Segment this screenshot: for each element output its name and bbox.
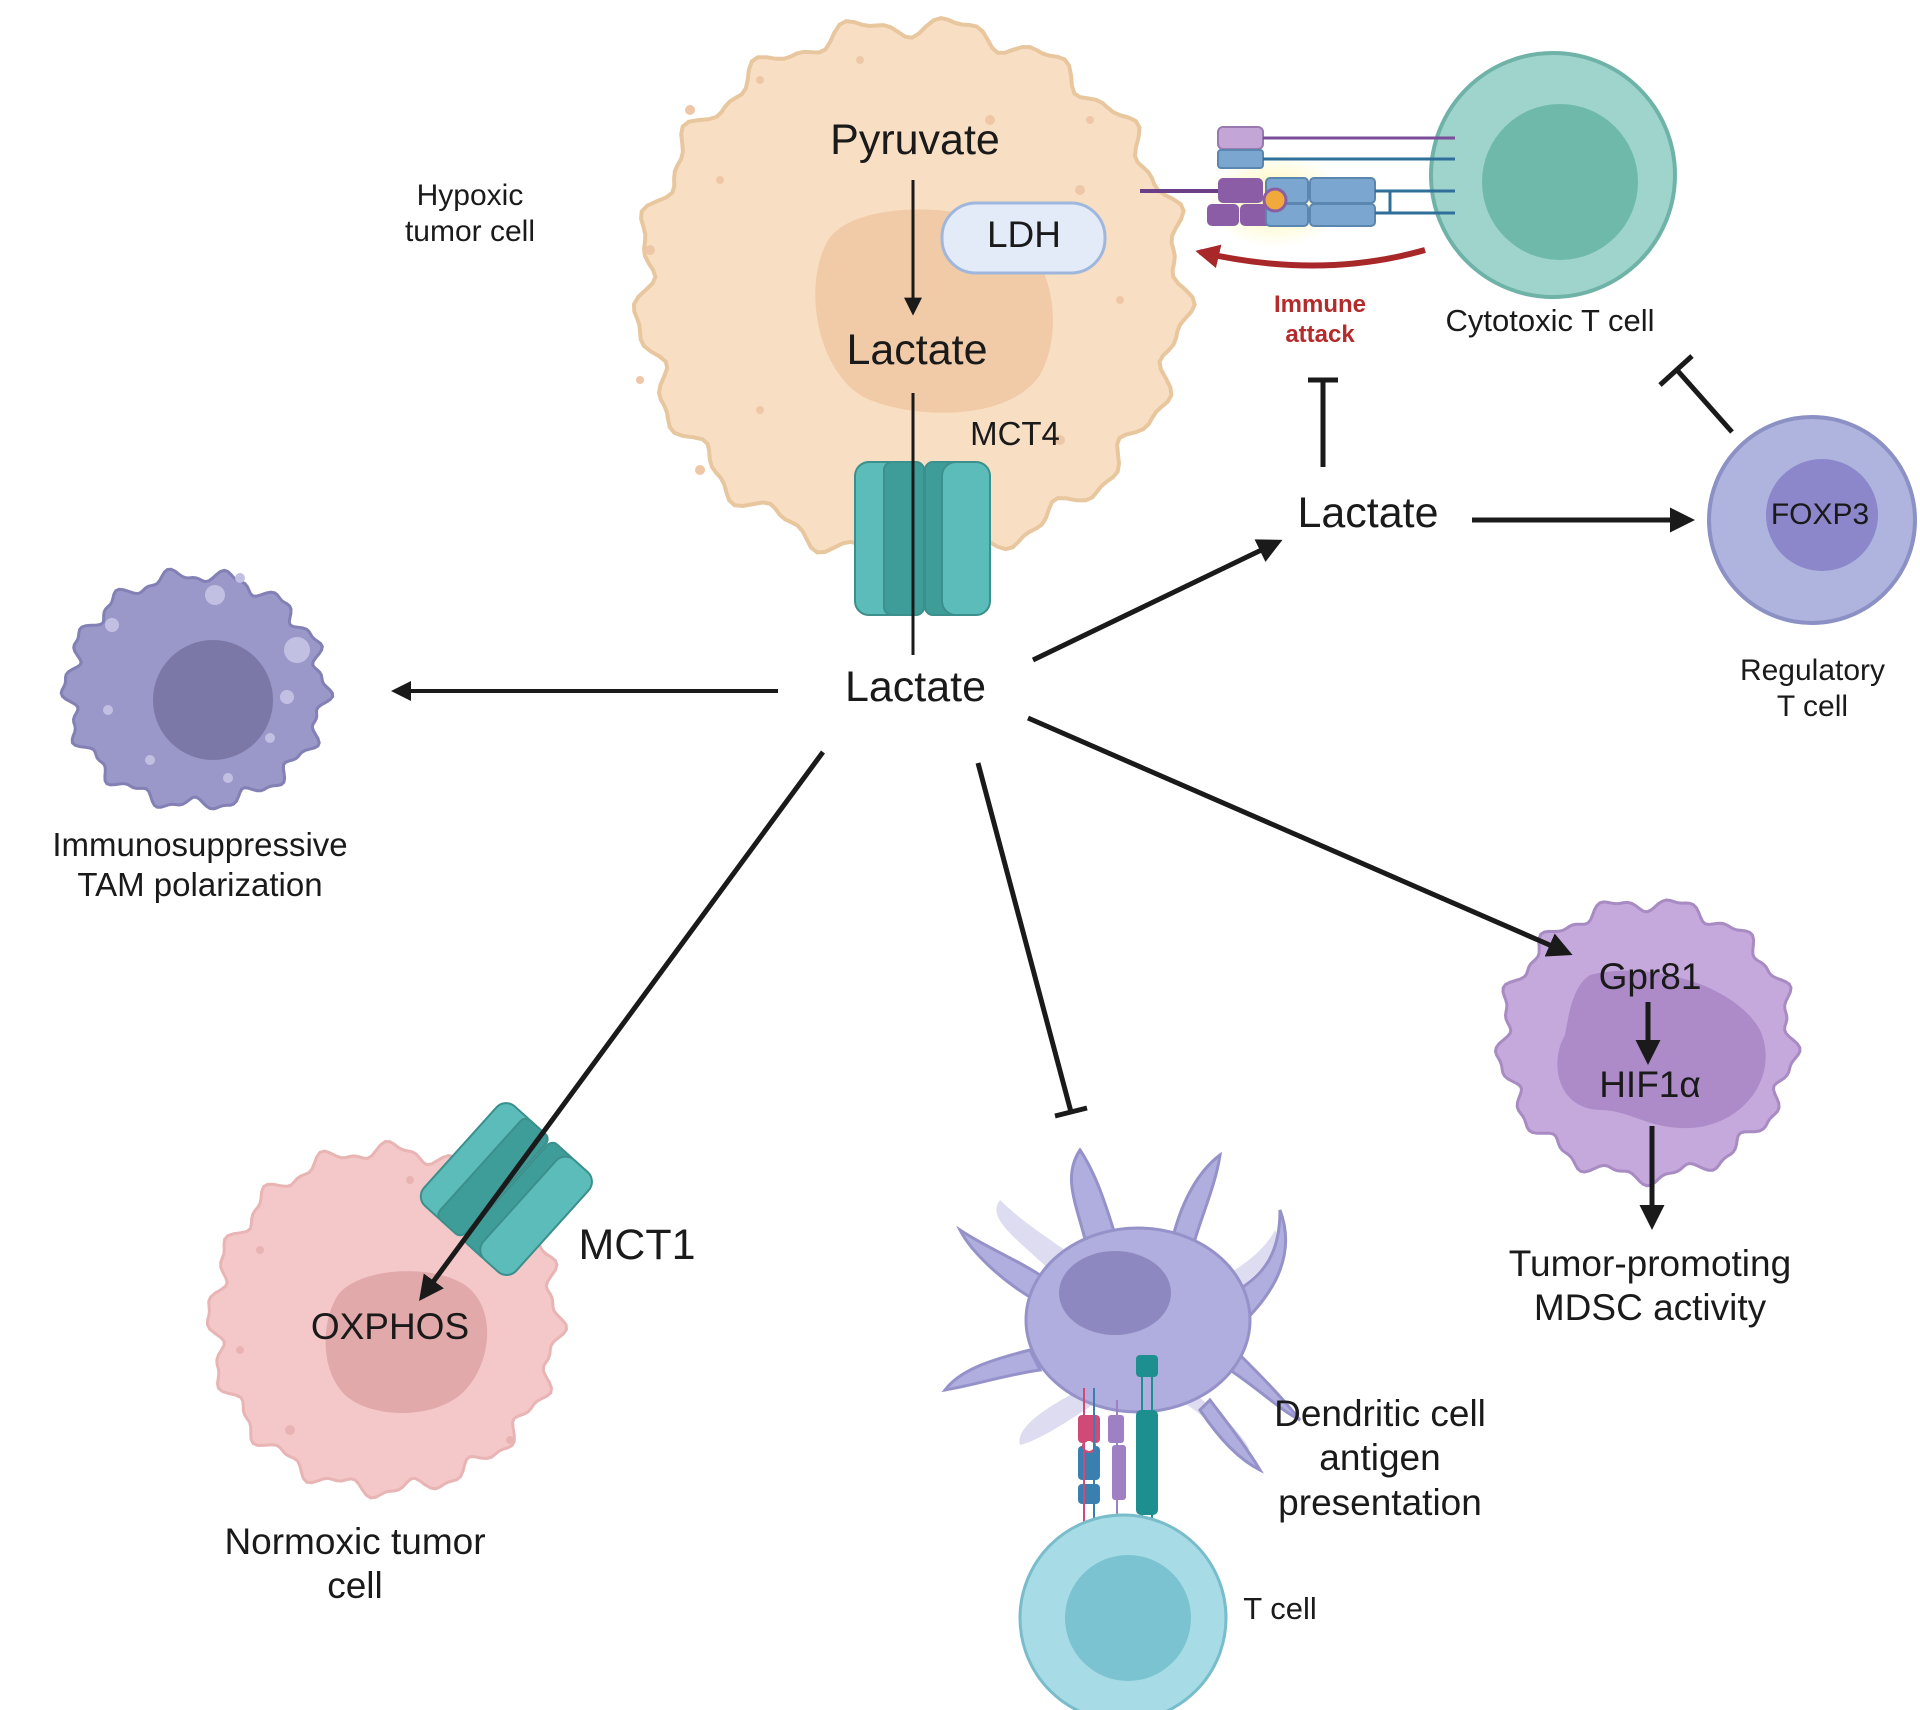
- mct1-label: MCT1: [578, 1221, 696, 1269]
- lactate-intracellular-label: Lactate: [846, 326, 988, 374]
- oxphos-label: OXPHOS: [310, 1306, 470, 1347]
- antigen-presentation-synapse: [1078, 1355, 1158, 1540]
- pathway-arrows: [391, 180, 1734, 1302]
- to-mdsc-arrow: [1027, 715, 1573, 957]
- t-cell-label: T cell: [1243, 1591, 1317, 1626]
- hif1a-label: HIF1α: [1599, 1064, 1701, 1105]
- tcr-mhc-synapse: [1140, 126, 1455, 248]
- lactate-center-label: Lactate: [844, 663, 987, 711]
- normoxic-tumor-cell-label: Normoxic tumor cell: [224, 1521, 486, 1607]
- lactate-inhibits-dendritic-cell: [975, 762, 1074, 1113]
- normoxic-cell-nucleus: [325, 1271, 488, 1414]
- mct4-transporter: [854, 461, 991, 616]
- regulatory-t-cell: [1707, 415, 1917, 625]
- tam-macrophage: [59, 567, 335, 811]
- dendritic-cell: [941, 1147, 1302, 1474]
- immune-attack-label: Immune attack: [1273, 291, 1366, 348]
- cytotoxic-t-cell-label: Cytotoxic T cell: [1445, 303, 1655, 338]
- mdsc-nucleus: [1557, 970, 1766, 1129]
- cytotoxic-t-cell: [1429, 51, 1677, 299]
- mct4-label: MCT4: [970, 415, 1060, 452]
- mct1-transporter: [419, 1102, 593, 1276]
- to-normoxic-arrow: [419, 750, 826, 1302]
- ldh-enzyme: [940, 201, 1107, 275]
- tam-label: Immunosuppressive TAM polarization: [52, 826, 348, 903]
- ldh-label: LDH: [986, 214, 1062, 255]
- t-cell: [1018, 1513, 1228, 1710]
- regulatory-t-cell-label: Regulatory T cell: [1739, 654, 1886, 723]
- to-upper-lactate-arrow: [1031, 539, 1283, 663]
- foxp3-label: FOXP3: [1770, 498, 1870, 531]
- gpr81-label: Gpr81: [1598, 956, 1702, 997]
- dendritic-cell-label: Dendritic cell antigen presentation: [1274, 1393, 1486, 1523]
- immune-attack-arrow: [1195, 244, 1426, 269]
- mdsc-activity-label: Tumor-promoting MDSC activity: [1508, 1243, 1792, 1329]
- pyruvate-label: Pyruvate: [830, 116, 1000, 164]
- hypoxic-tumor-cell-label: Hypoxic tumor cell: [404, 179, 536, 248]
- treg-inhibits-cytotoxic-t: [1675, 368, 1734, 434]
- lactate-upper-label: Lactate: [1297, 489, 1439, 537]
- normoxic-tumor-cell: [205, 1102, 593, 1500]
